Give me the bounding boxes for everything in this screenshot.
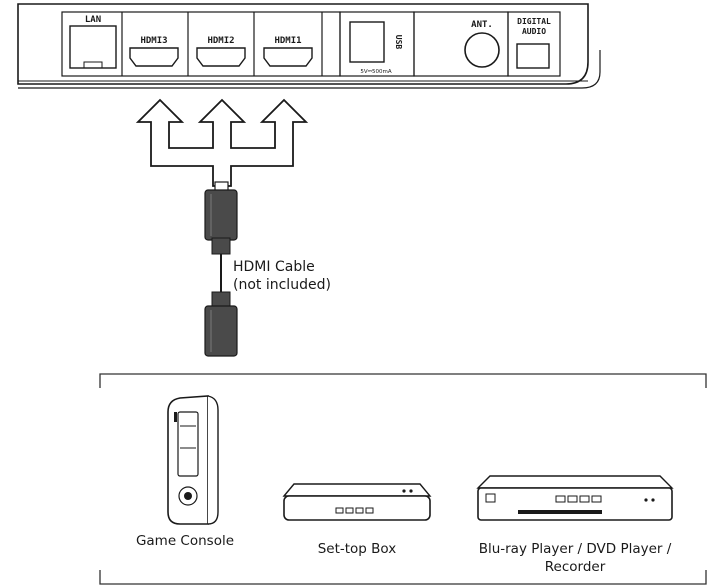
hdmi3-label: HDMI3 bbox=[140, 36, 167, 46]
antenna-port bbox=[464, 32, 500, 68]
hdmi2-port bbox=[196, 47, 246, 67]
hdmi3-port bbox=[129, 47, 179, 67]
lan-port bbox=[69, 25, 117, 69]
set-top-box-icon bbox=[282, 483, 432, 521]
bluray-player-label: Blu-ray Player / DVD Player / Recorder bbox=[455, 540, 695, 576]
digital-audio-label-line1: DIGITAL bbox=[517, 17, 551, 26]
digital-audio-label-line2: AUDIO bbox=[522, 27, 546, 36]
set-top-box-label: Set-top Box bbox=[317, 541, 397, 557]
game-console-icon bbox=[167, 395, 219, 525]
bluray-player-label-line1: Blu-ray Player / DVD Player / bbox=[478, 541, 672, 557]
bluray-player-icon bbox=[476, 475, 674, 521]
hdmi-cable-label: HDMI Cable (not included) bbox=[233, 258, 331, 294]
lan-label: LAN bbox=[85, 15, 101, 25]
digital-audio-port bbox=[516, 43, 550, 69]
usb-label: USB bbox=[394, 35, 403, 50]
hdmi1-port bbox=[263, 47, 313, 67]
hdmi2-label: HDMI2 bbox=[207, 36, 234, 46]
devices-bracket bbox=[99, 373, 707, 585]
hdmi-cable-label-line1: HDMI Cable bbox=[233, 259, 315, 275]
hdmi-cable bbox=[204, 181, 238, 357]
hdmi1-label: HDMI1 bbox=[274, 36, 301, 46]
three-way-arrow-icon bbox=[135, 98, 309, 187]
usb-port bbox=[349, 21, 385, 63]
game-console-label: Game Console bbox=[135, 533, 235, 549]
hdmi-cable-label-line2: (not included) bbox=[233, 277, 331, 293]
ant-label: ANT. bbox=[471, 20, 493, 30]
bluray-player-label-line2: Recorder bbox=[544, 559, 606, 575]
usb-rating-label: 5V⎓500mA bbox=[360, 69, 392, 75]
